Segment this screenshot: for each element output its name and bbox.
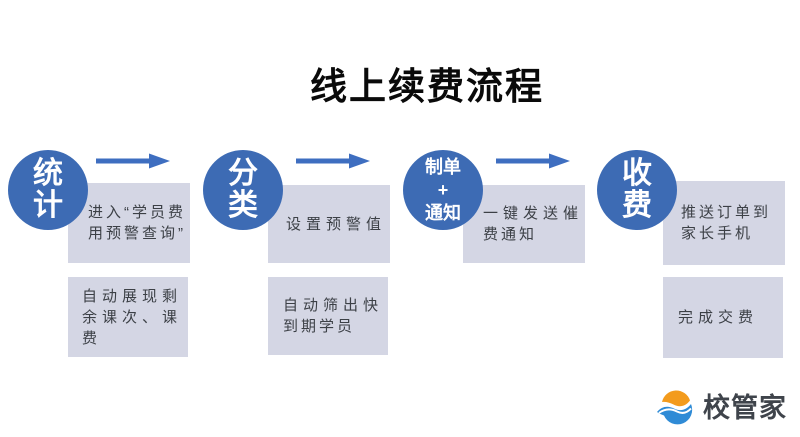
circle-collect-fee: 收 费 (597, 150, 677, 230)
box-auto-filter-expiring-students: 自动筛出快 到期学员 (268, 277, 388, 355)
box-text-line: 设置预警值 (286, 215, 387, 233)
arrow-head (549, 153, 570, 169)
box-text-line: 到期学员 (283, 318, 356, 335)
box-auto-show-remaining-lessons: 自动展现剩 余课次、课 费 (68, 277, 188, 357)
flow-arrow-icon (296, 153, 370, 169)
arrow-head (149, 153, 170, 169)
flow-arrow-icon (96, 153, 170, 169)
box-text-line: 家长手机 (681, 225, 754, 242)
circle-collect-fee-line: 费 (622, 189, 652, 222)
box-enter-fee-warning-query: 进入“学员费 用预警查询” (68, 183, 190, 263)
circle-collect-fee-line: 收 (622, 157, 652, 190)
box-text-line: 自动筛出快 (283, 297, 384, 314)
circle-statistics-line: 计 (33, 189, 63, 222)
box-text-line: 进入“学员费 (88, 204, 186, 221)
circle-classify-line: 类 (228, 189, 258, 222)
box-text-line: 自动展现剩 (82, 287, 183, 305)
circle-billing-notify-line: 制单 (425, 156, 461, 177)
circle-statistics-line: 统 (33, 157, 63, 190)
box-complete-payment: 完成交费 (663, 277, 783, 358)
brand-logo-icon (657, 389, 693, 424)
box-push-order-to-parent-phone: 推送订单到 家长手机 (663, 181, 785, 265)
brand-logo: 校管家 (655, 386, 787, 425)
box-text-line: 费 (82, 329, 101, 347)
logo-swirl-orange (662, 389, 690, 406)
logo-swirl-blue (657, 403, 693, 424)
page-title: 线上续费流程 (310, 66, 544, 107)
box-text-line: 一键发送催 (483, 205, 584, 222)
box-one-click-send-payment-reminder: 一键发送催 费通知 (463, 185, 585, 263)
box-text-line: 完成交费 (678, 309, 759, 326)
circle-billing-notify: 制单 + 通知 (403, 150, 483, 230)
box-set-warning-value: 设置预警值 (268, 185, 390, 263)
box-text-line: 用预警查询” (88, 225, 186, 242)
arrow-head (349, 153, 370, 169)
circle-statistics: 统 计 (8, 150, 88, 230)
circle-billing-notify-line: 通知 (425, 202, 461, 223)
circle-billing-notify-line: + (437, 179, 449, 200)
flow-arrow-icon (496, 153, 570, 169)
brand-logo-text: 校管家 (703, 393, 787, 423)
box-text-line: 推送订单到 (681, 204, 772, 221)
box-text-line: 费通知 (483, 226, 538, 243)
box-text-line: 余课次、课 (82, 308, 183, 326)
logo-swirl-white-wave (658, 407, 692, 414)
circle-classify: 分 类 (203, 150, 283, 230)
circle-classify-line: 分 (228, 157, 258, 190)
